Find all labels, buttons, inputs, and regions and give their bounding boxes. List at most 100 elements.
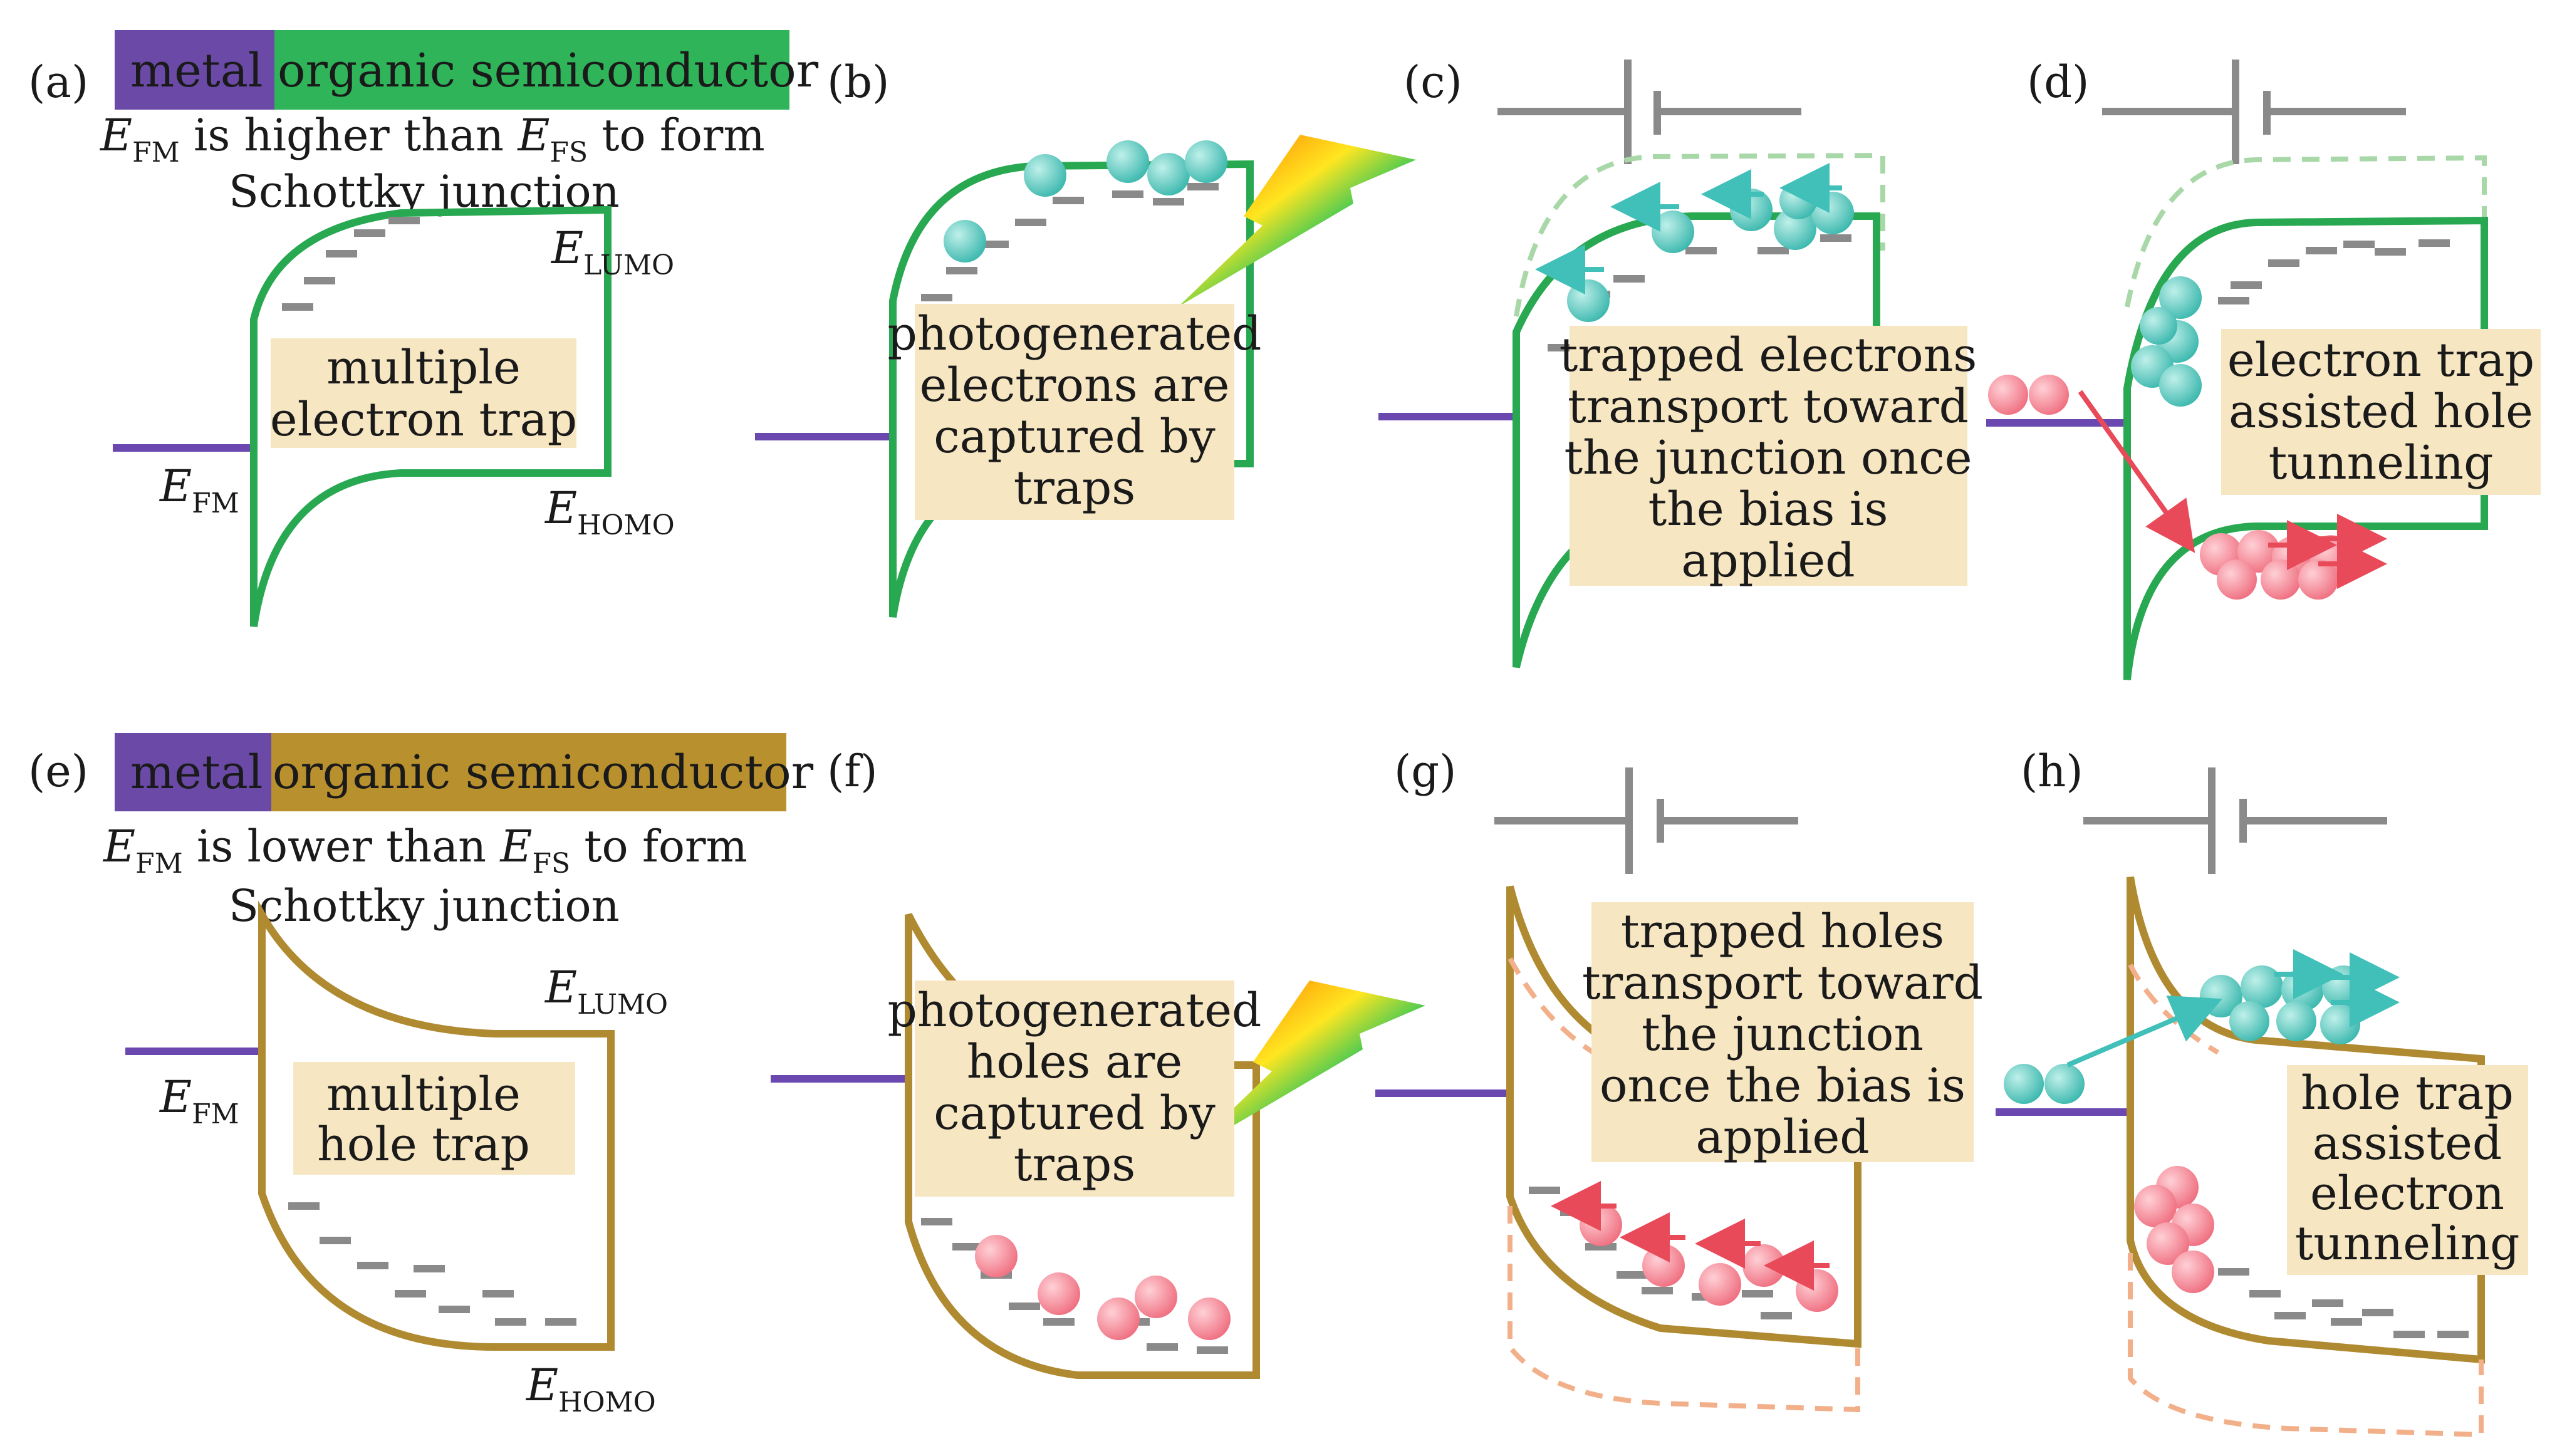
lumo-symbol: E [550, 222, 583, 274]
subscript-fs: FS [533, 848, 571, 880]
box-d-line-2: assisted hole [2229, 385, 2533, 439]
top-legend-bar: metal organic semiconductor [115, 30, 819, 110]
electron-trap-levels [2218, 239, 2450, 304]
svg-text:ELUMO: ELUMO [550, 222, 674, 281]
organic-label: organic semiconductor [278, 44, 819, 98]
box-b-line-3: captured by [934, 410, 1216, 464]
svg-text:ELUMO: ELUMO [544, 962, 668, 1021]
dashed-band-outline [1514, 152, 1885, 317]
box-f-line-3: captured by [934, 1086, 1216, 1140]
box-b-line-1: photogenerated [888, 307, 1262, 361]
svg-text:EFM: EFM [159, 1071, 239, 1130]
subscript-fm: FM [132, 137, 180, 169]
panel-f-diagram: photogenerated holes are captured by tra… [771, 913, 1425, 1379]
panel-label-g: (g) [1394, 746, 1456, 797]
panel-d-diagram: electron trap assisted hole tunneling [1986, 60, 2541, 680]
box-h-line-1: hole trap [2301, 1066, 2514, 1120]
dashed-band-outline [2128, 964, 2484, 1438]
box-h-line-4: tunneling [2295, 1217, 2520, 1271]
metal-label: metal [130, 746, 263, 799]
panel-b-diagram: photogenerated electrons are captured by… [755, 135, 1416, 618]
metal-swatch [115, 30, 274, 110]
efm-symbol: E [159, 1071, 192, 1123]
efm-subscript: FM [192, 1098, 239, 1130]
svg-text:EHOMO: EHOMO [525, 1360, 656, 1418]
box-e-line-1: multiple [326, 1068, 521, 1121]
dashed-band-outline [1507, 957, 1860, 1413]
box-d-line-3: tunneling [2269, 436, 2494, 490]
captured-electrons [944, 140, 1227, 263]
battery-icon [2102, 60, 2406, 164]
box-f-line-2: holes are [967, 1035, 1182, 1089]
box-b-line-2: electrons are [920, 358, 1230, 412]
svg-text:EHOMO: EHOMO [544, 482, 675, 541]
tunneling-arrow [2066, 995, 2222, 1068]
text-box-f [915, 980, 1234, 1197]
light-bolt-icon [1187, 980, 1425, 1153]
hole-trap-levels [288, 1202, 576, 1326]
drift-arrows [1551, 1181, 1830, 1291]
band-outline [889, 160, 1254, 618]
text-box-e [293, 1062, 575, 1175]
svg-text:EFM is lower than EFS to form: EFM is lower than EFS to form [102, 821, 747, 880]
moving-holes [1580, 1204, 1838, 1312]
box-d-line-1: electron trap [2227, 333, 2534, 387]
trapped-holes [2134, 1166, 2214, 1293]
box-c-line-1: trapped electrons [1559, 328, 1977, 382]
text-box-a [271, 338, 576, 448]
lumo-symbol: E [544, 962, 577, 1013]
box-g-line-3: the junction [1642, 1007, 1924, 1061]
box-e-line-2: hole trap [317, 1118, 530, 1172]
box-g-line-4: once the bias is [1600, 1059, 1966, 1113]
box-h-line-3: electron [2310, 1167, 2504, 1220]
text-box-h [2287, 1065, 2528, 1275]
panel-g-diagram: trapped holes transport toward the junct… [1375, 767, 1983, 1413]
electron-drift-arrows [2274, 949, 2400, 1027]
box-b-line-4: traps [1014, 461, 1136, 515]
organic-swatch [271, 733, 786, 811]
box-f-line-4: traps [1014, 1138, 1136, 1192]
panel-label-d: (d) [2027, 56, 2089, 108]
box-c-line-4: the bias is [1648, 482, 1888, 536]
panel-c-diagram: trapped electrons transport toward the j… [1378, 60, 1977, 668]
light-bolt-icon [1178, 135, 1416, 307]
drift-arrows [1535, 163, 1842, 294]
efm-symbol: E [159, 460, 192, 512]
text-box-d [2221, 329, 2541, 495]
box-a-line-2: electron trap [270, 393, 577, 447]
hole-trap-levels [2218, 1268, 2469, 1338]
box-c-line-5: applied [1681, 534, 1855, 588]
condition-mid: is higher than [180, 110, 518, 161]
panel-e-diagram: multiple hole trap ELUMO EFM EHOMO [125, 900, 668, 1418]
box-g-line-5: applied [1695, 1110, 1869, 1164]
svg-text:EFM is higher than EFS to form: EFM is higher than EFS to form [99, 110, 765, 169]
condition-tail: to form [588, 110, 765, 161]
condition-tail: to form [570, 821, 747, 872]
organic-swatch [274, 30, 789, 110]
captured-holes [975, 1235, 1231, 1340]
homo-symbol: E [544, 482, 577, 534]
panel-label-b: (b) [827, 56, 889, 108]
text-box-g [1591, 902, 1974, 1162]
lumo-subscript: LUMO [583, 249, 674, 281]
subscript-fm: FM [135, 848, 183, 880]
text-box-b [915, 304, 1234, 520]
symbol-e: E [102, 821, 135, 872]
homo-subscript: HOMO [577, 509, 675, 541]
svg-text:EFM: EFM [159, 460, 239, 519]
top-condition-text: EFM is higher than EFS to form Schottky … [99, 110, 765, 217]
subscript-fs: FS [549, 137, 588, 169]
electron-trap-levels [282, 217, 420, 311]
band-outline [258, 900, 615, 1351]
dashed-band-outline [2125, 155, 2487, 308]
band-outline [250, 205, 612, 627]
panel-label-a: (a) [28, 56, 88, 108]
box-c-line-3: the junction once [1564, 431, 1972, 485]
band-outline [2123, 216, 2488, 680]
homo-subscript: HOMO [558, 1386, 656, 1418]
junction-label: Schottky junction [229, 880, 620, 932]
lumo-subscript: LUMO [577, 989, 668, 1021]
symbol-e2: E [516, 110, 549, 161]
hole-drift-arrows [2268, 514, 2387, 589]
